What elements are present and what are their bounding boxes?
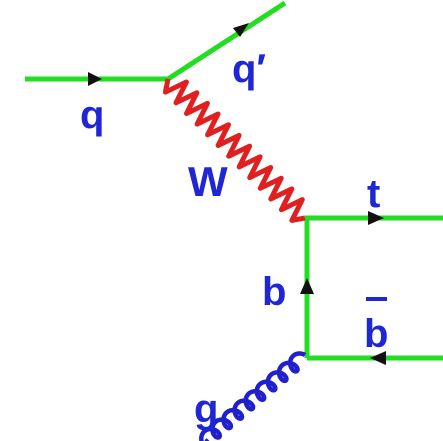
- top-quark-arrow: [368, 211, 384, 225]
- w-boson-line: [162, 78, 306, 223]
- label-t: t: [367, 172, 380, 216]
- outgoing-quark-line: [166, 0, 287, 82]
- anti-bottom-arrow: [370, 351, 386, 365]
- gluon-line: [199, 351, 307, 441]
- incoming-quark-arrow: [88, 72, 102, 86]
- label-q-prime: q′: [232, 47, 266, 91]
- label-q: q: [80, 93, 104, 137]
- bottom-propagator-arrow: [300, 278, 314, 294]
- outgoing-quark-arrow: [233, 23, 249, 37]
- label-b: b: [262, 270, 286, 314]
- label-g: g: [194, 387, 218, 431]
- label-w: W: [188, 158, 228, 205]
- label-b-bar: b: [364, 312, 388, 356]
